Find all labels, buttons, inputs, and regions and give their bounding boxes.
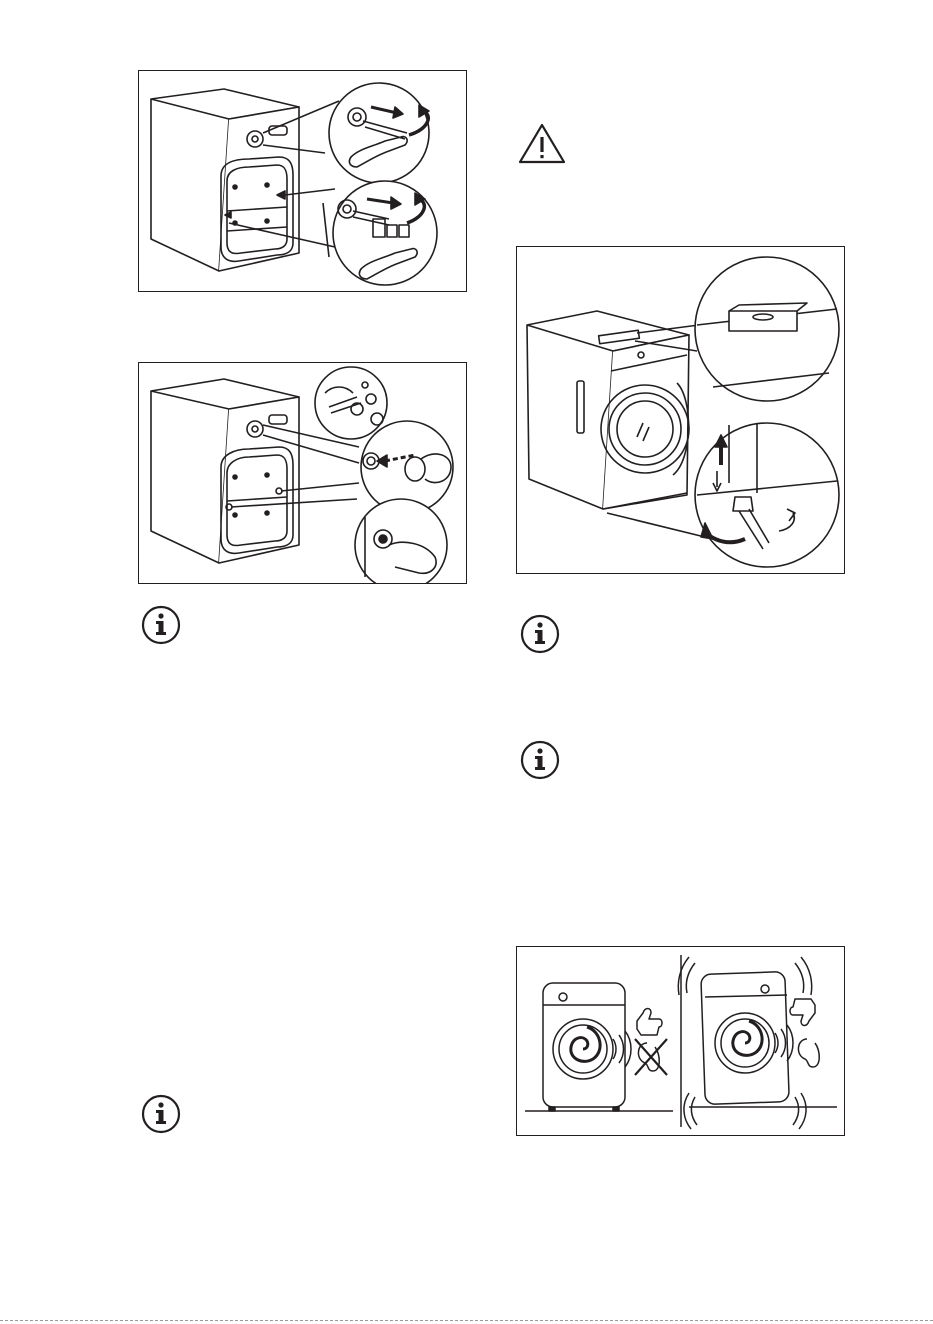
wrench-bolt-removal-illustration bbox=[139, 71, 467, 292]
warning-triangle-icon bbox=[518, 122, 566, 164]
figure-noise-comparison bbox=[516, 946, 845, 1136]
figure-insert-plastic-caps bbox=[138, 362, 467, 584]
info-icon bbox=[141, 1094, 181, 1134]
figure-remove-transit-bolts bbox=[138, 70, 467, 292]
info-icon bbox=[141, 605, 181, 645]
spirit-level-feet-adjustment-illustration bbox=[517, 247, 845, 574]
plastic-caps-insertion-illustration bbox=[139, 363, 467, 584]
info-icon bbox=[520, 740, 560, 780]
page-bottom-rule bbox=[0, 1320, 933, 1321]
figure-level-appliance bbox=[516, 246, 845, 574]
level-vs-unlevel-noise-illustration bbox=[517, 947, 845, 1136]
info-icon bbox=[520, 614, 560, 654]
